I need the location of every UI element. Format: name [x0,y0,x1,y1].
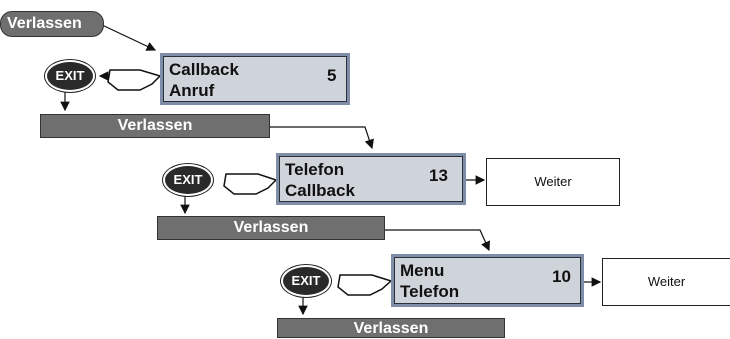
connector-arrow [270,126,374,150]
exit-button-3[interactable]: EXIT [283,267,329,295]
hand-icon [107,69,162,91]
hand-icon [337,274,393,296]
connector-arrow [385,229,490,252]
connector-arrow [99,23,157,51]
hand-icon [223,173,278,195]
lcd-line-1: Callback [169,60,239,79]
lcd-line-1: Menu [400,261,445,280]
verlassen-bar-3[interactable]: Verlassen [277,318,505,338]
exit-label: EXIT [173,172,203,187]
verlassen-bar-2[interactable]: Verlassen [157,216,385,240]
lcd-number: 10 [552,267,571,286]
verlassen-bar-1[interactable]: Verlassen [40,114,270,138]
weiter-box-2[interactable]: Weiter [602,258,730,306]
lcd-display-2: Telefon Callback 13 [276,153,466,205]
lcd-number: 13 [429,166,448,185]
exit-button-2[interactable]: EXIT [165,166,211,194]
lcd-line-1: Telefon [285,160,345,179]
lcd-display-3: Menu Telefon 10 [391,254,584,307]
weiter-box-1[interactable]: Weiter [486,158,620,206]
lcd-line-2: Callback [285,181,355,200]
exit-label: EXIT [291,273,321,288]
verlassen-top-button[interactable]: Verlassen [0,11,104,37]
exit-button-1[interactable]: EXIT [47,62,93,90]
lcd-number: 5 [327,66,337,85]
lcd-display-1: Callback Anruf 5 [160,53,350,105]
lcd-line-2: Anruf [169,81,215,100]
exit-label: EXIT [55,68,85,83]
lcd-line-2: Telefon [400,282,460,301]
